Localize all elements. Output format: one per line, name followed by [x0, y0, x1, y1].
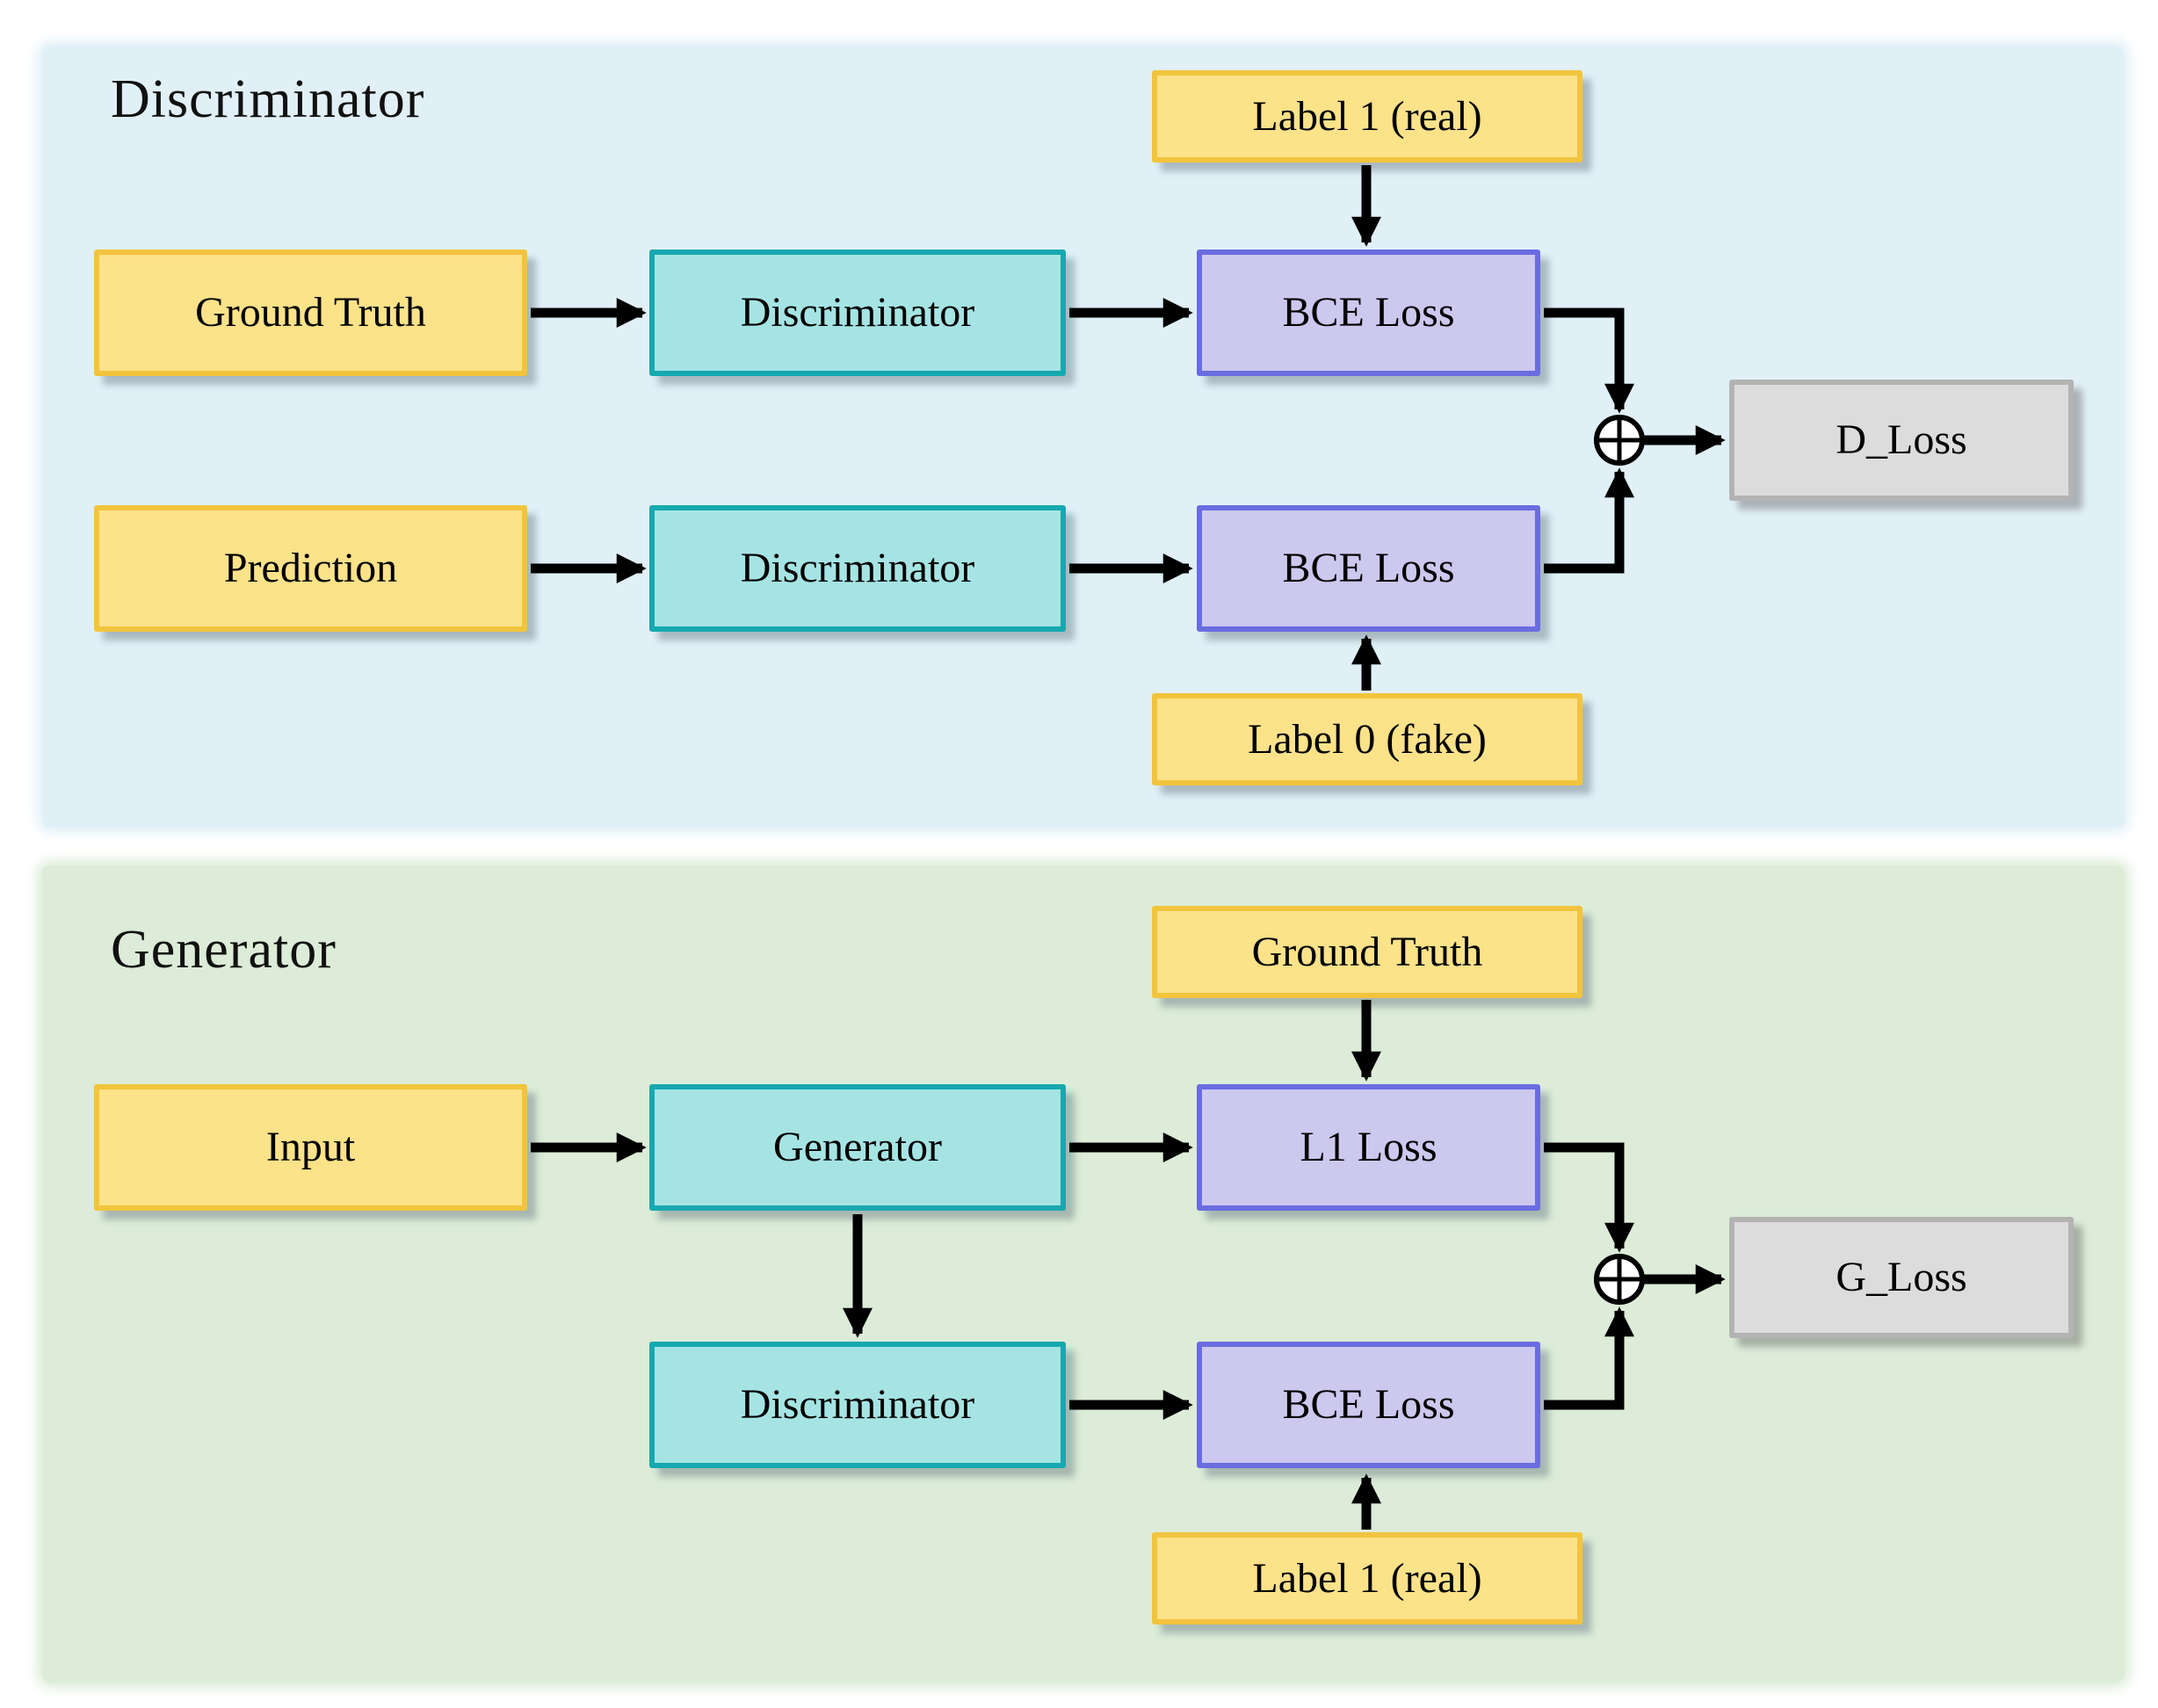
node-label-0-fake: Label 0 (fake): [1152, 693, 1582, 785]
node-label-1-real: Label 1 (real): [1152, 70, 1582, 163]
discriminator-panel-title: Discriminator: [111, 69, 425, 129]
node-discriminator-top: Discriminator: [649, 250, 1066, 376]
node-bce-loss-bottom: BCE Loss: [1197, 505, 1540, 632]
node-d-loss: D_Loss: [1729, 380, 2074, 501]
node-bce-loss-gen: BCE Loss: [1197, 1342, 1540, 1468]
node-l1-loss: L1 Loss: [1197, 1084, 1540, 1211]
node-ground-truth-gen: Ground Truth: [1152, 906, 1582, 998]
node-discriminator-gen: Discriminator: [649, 1342, 1066, 1468]
node-generator: Generator: [649, 1084, 1066, 1211]
node-g-loss: G_Loss: [1729, 1217, 2074, 1338]
node-input: Input: [94, 1084, 527, 1211]
node-bce-loss-top: BCE Loss: [1197, 250, 1540, 376]
node-label-1-real-gen: Label 1 (real): [1152, 1532, 1582, 1625]
node-ground-truth: Ground Truth: [94, 250, 527, 376]
generator-panel-title: Generator: [111, 920, 337, 980]
node-prediction: Prediction: [94, 505, 527, 632]
node-discriminator-bottom: Discriminator: [649, 505, 1066, 632]
